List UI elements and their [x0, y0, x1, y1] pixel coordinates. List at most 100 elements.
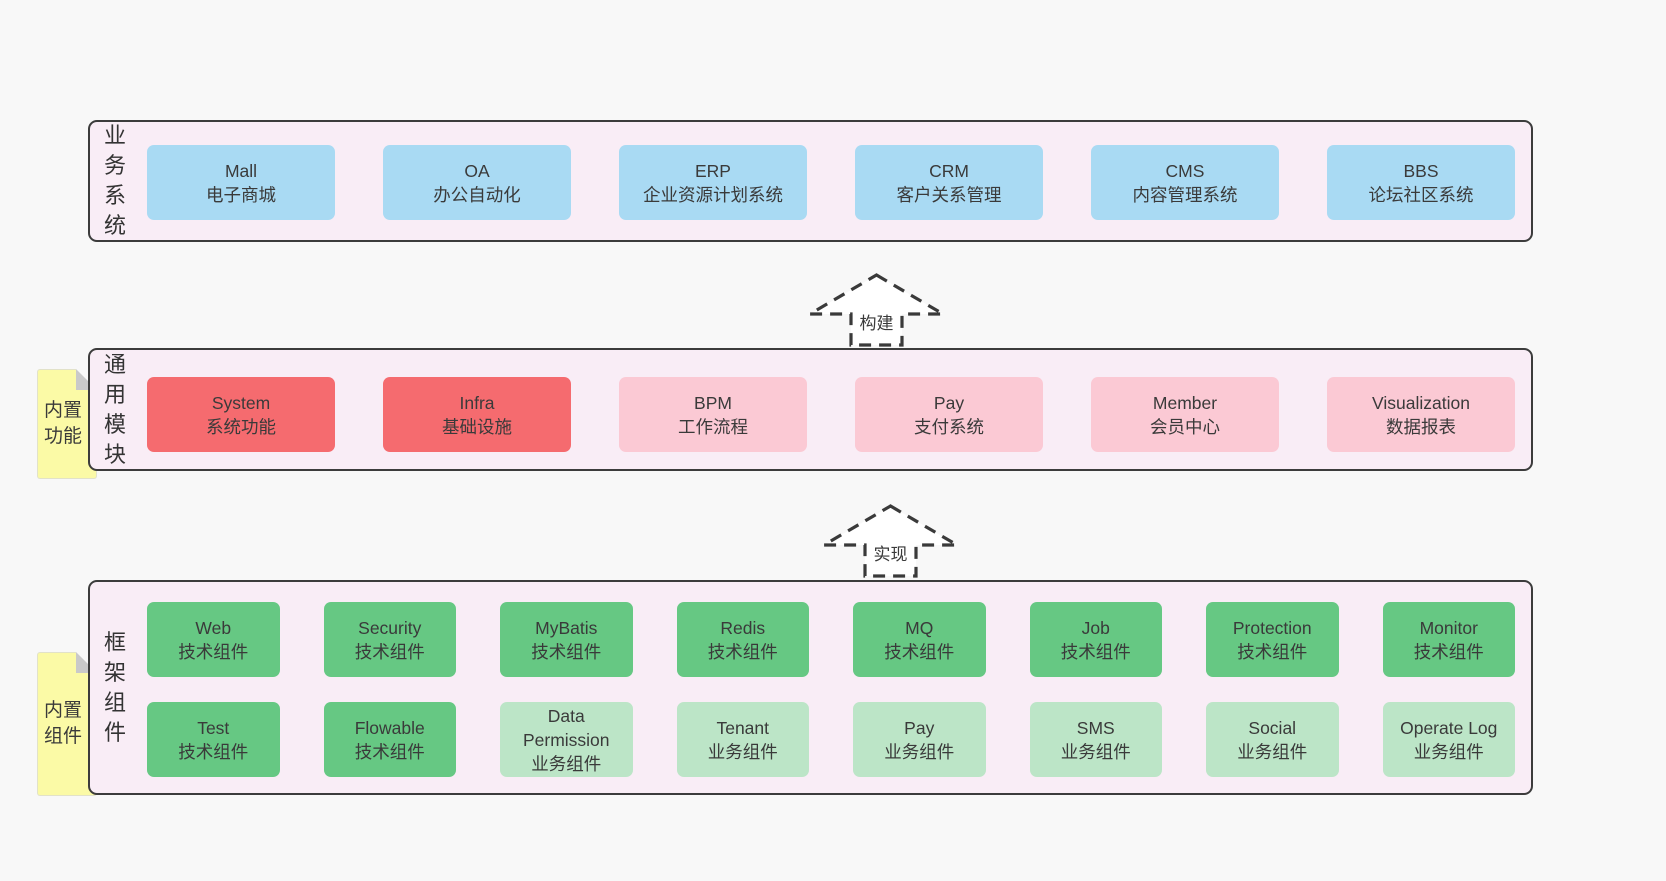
- sticky-note-builtin-components: 内置组件: [38, 652, 97, 795]
- box-name: MyBatis: [535, 617, 598, 638]
- box-name: ERP: [695, 160, 731, 181]
- box-pay-system: Pay 支付系统: [855, 377, 1043, 452]
- box-sub: 论坛社区系统: [1368, 184, 1474, 205]
- box-sub: 客户关系管理: [896, 184, 1002, 205]
- box-name: Flowable: [354, 717, 425, 738]
- box-sub: 技术组件: [1413, 641, 1484, 662]
- box-name: SMS: [1076, 717, 1115, 738]
- box-test: Test 技术组件: [147, 702, 280, 777]
- box-sub: 工作流程: [678, 416, 748, 437]
- box-sub: 技术组件: [1060, 641, 1131, 662]
- box-sub: 技术组件: [884, 641, 955, 662]
- box-name: System: [211, 392, 271, 413]
- box-name: CRM: [929, 160, 969, 181]
- box-sub: 企业资源计划系统: [643, 184, 783, 205]
- box-sub: 业务组件: [531, 753, 602, 774]
- box-name: Infra: [459, 392, 495, 413]
- box-operate-log: Operate Log 业务组件: [1382, 702, 1515, 777]
- module-boxes: System 系统功能 Infra 基础设施 BPM 工作流程 Pay 支付系统…: [147, 377, 1515, 452]
- box-pay-component: Pay 业务组件: [853, 702, 986, 777]
- box-name: CMS: [1165, 160, 1205, 181]
- sticky-text: 内置组件: [43, 700, 82, 747]
- box-job: Job 技术组件: [1029, 602, 1162, 677]
- box-name: BPM: [694, 392, 732, 413]
- box-oa: OA 办公自动化: [383, 145, 571, 220]
- box-name: Redis: [720, 617, 766, 638]
- box-sub: 技术组件: [354, 741, 425, 762]
- box-sub: 技术组件: [178, 641, 249, 662]
- implement-arrow: 实现: [820, 503, 961, 579]
- box-name: Web: [195, 617, 232, 638]
- box-mall: Mall 电子商城: [147, 145, 335, 220]
- box-sub: 技术组件: [354, 641, 425, 662]
- business-boxes: Mall 电子商城 OA 办公自动化 ERP 企业资源计划系统 CRM 客户关系…: [147, 145, 1515, 220]
- box-sub: 电子商城: [206, 184, 276, 205]
- build-arrow: 构建: [806, 272, 947, 348]
- box-erp: ERP 企业资源计划系统: [619, 145, 807, 220]
- box-social: Social 业务组件: [1206, 702, 1339, 777]
- panel-business-label: 业务系统: [103, 123, 126, 238]
- box-name: Monitor: [1419, 617, 1478, 638]
- box-name: Security: [358, 617, 422, 638]
- box-data-permission: Data Permission 业务组件: [500, 702, 633, 777]
- framework-row-1: Web 技术组件 Security 技术组件 MyBatis 技术组件 Redi…: [147, 602, 1515, 677]
- box-bbs: BBS 论坛社区系统: [1327, 145, 1515, 220]
- box-sub: 业务组件: [1413, 741, 1484, 762]
- box-sub: 支付系统: [914, 416, 984, 437]
- box-sub: 内容管理系统: [1132, 184, 1238, 205]
- panel-business-systems: 业务系统 Mall 电子商城 OA 办公自动化 ERP 企业资源计划系统 CRM…: [88, 120, 1533, 242]
- box-name: Protection: [1232, 617, 1312, 638]
- box-cms: CMS 内容管理系统: [1091, 145, 1279, 220]
- box-sub: 业务组件: [1060, 741, 1131, 762]
- box-name: Visualization: [1372, 392, 1470, 413]
- box-sub: 业务组件: [1237, 741, 1308, 762]
- box-redis: Redis 技术组件: [676, 602, 809, 677]
- box-flowable: Flowable 技术组件: [323, 702, 456, 777]
- framework-row-2: Test 技术组件 Flowable 技术组件 Data Permission …: [147, 702, 1515, 777]
- box-name: Mall: [224, 160, 258, 181]
- box-sub: 技术组件: [1237, 641, 1308, 662]
- box-sub: 基础设施: [442, 416, 512, 437]
- panel-common-modules: 通用模块 System 系统功能 Infra 基础设施 BPM 工作流程 Pay…: [88, 348, 1533, 471]
- box-sub: 业务组件: [884, 741, 955, 762]
- box-sms: SMS 业务组件: [1029, 702, 1162, 777]
- box-sub: 办公自动化: [433, 184, 521, 205]
- panel-modules-label: 通用模块: [103, 351, 126, 467]
- box-name: Pay: [904, 717, 935, 738]
- box-name: Social: [1248, 717, 1297, 738]
- box-name: Job: [1081, 617, 1110, 638]
- box-name: MQ: [905, 617, 934, 638]
- box-sub: 技术组件: [531, 641, 602, 662]
- panel-framework-label: 框架组件: [103, 629, 126, 745]
- box-sub: 会员中心: [1150, 416, 1220, 437]
- box-web: Web 技术组件: [147, 602, 280, 677]
- box-name: Member: [1152, 392, 1218, 413]
- box-mq: MQ 技术组件: [853, 602, 986, 677]
- box-name: BBS: [1403, 160, 1439, 181]
- box-sub: 技术组件: [178, 741, 249, 762]
- box-name: Test: [197, 717, 230, 738]
- box-sub: 数据报表: [1386, 416, 1456, 437]
- box-security: Security 技术组件: [323, 602, 456, 677]
- box-protection: Protection 技术组件: [1206, 602, 1339, 677]
- box-infra: Infra 基础设施: [383, 377, 571, 452]
- box-visualization: Visualization 数据报表: [1327, 377, 1515, 452]
- box-name: Tenant: [716, 717, 770, 738]
- box-sub: 业务组件: [707, 741, 778, 762]
- box-system: System 系统功能: [147, 377, 335, 452]
- build-arrow-label: 构建: [857, 309, 896, 334]
- box-monitor: Monitor 技术组件: [1382, 602, 1515, 677]
- implement-arrow-label: 实现: [871, 540, 910, 565]
- box-member: Member 会员中心: [1091, 377, 1279, 452]
- box-sub: 系统功能: [206, 416, 276, 437]
- sticky-text: 内置功能: [43, 400, 82, 447]
- box-sub: 技术组件: [707, 641, 778, 662]
- box-mybatis: MyBatis 技术组件: [500, 602, 633, 677]
- box-tenant: Tenant 业务组件: [676, 702, 809, 777]
- box-name: OA: [464, 160, 490, 181]
- box-name: Data Permission: [522, 705, 610, 750]
- box-name: Pay: [933, 392, 965, 413]
- box-bpm: BPM 工作流程: [619, 377, 807, 452]
- box-crm: CRM 客户关系管理: [855, 145, 1043, 220]
- box-name: Operate Log: [1400, 717, 1498, 738]
